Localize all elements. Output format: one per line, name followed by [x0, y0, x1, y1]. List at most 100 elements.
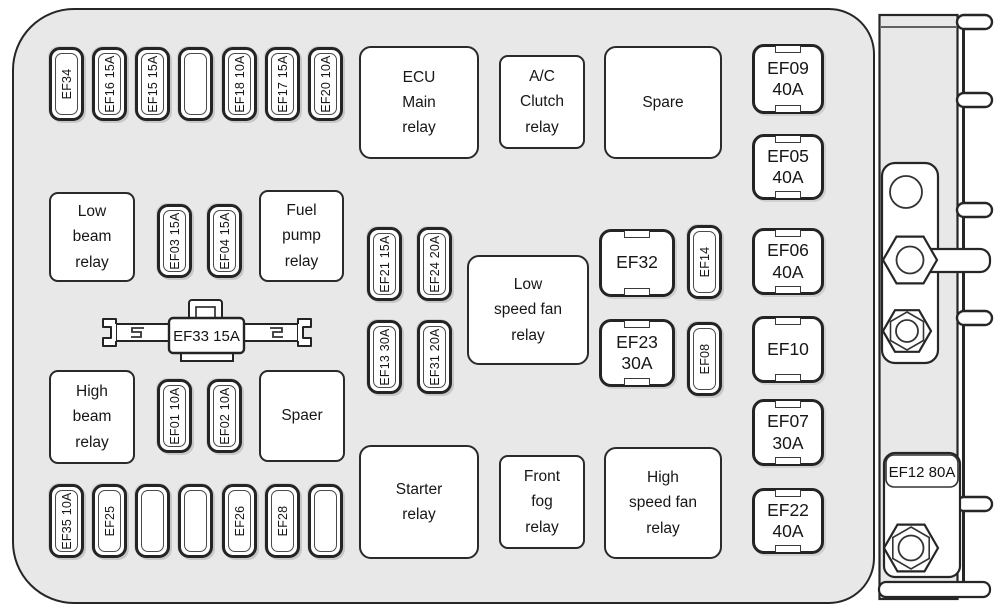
fuse-tab — [775, 401, 801, 408]
fuse-ef18: EF18 10A — [222, 47, 257, 121]
fuse-blank-top — [178, 47, 213, 121]
fuse-label: EF24 20A — [427, 235, 442, 293]
fuse-tab — [775, 374, 801, 381]
link-spring-left — [131, 327, 144, 338]
fuse-label: EF35 10A — [59, 492, 74, 550]
fuse-label: EF17 15A — [275, 55, 290, 113]
fuse-label: EF01 10A — [167, 387, 182, 445]
mounting-hole-icon — [889, 175, 923, 209]
fuse-label: EF09 40A — [767, 57, 809, 99]
fuse-blank-bottom-1 — [135, 484, 170, 558]
rail-tab — [955, 309, 994, 327]
fuse-tab — [624, 321, 650, 328]
fuse-tab — [775, 545, 801, 552]
fuse-label: EF25 — [102, 505, 117, 537]
fuse-ef12-label: EF12 80A — [889, 464, 956, 481]
rail-tab — [955, 13, 994, 31]
relay-label: ECU Main relay — [402, 68, 436, 137]
fuse-tab — [775, 230, 801, 237]
fuse-label: EF08 — [697, 343, 712, 375]
relay-label: Low beam relay — [72, 203, 112, 271]
fuse-ef13: EF13 30A — [367, 320, 402, 394]
fuse-ef34: EF34 — [49, 47, 84, 121]
relay-front-fog: Front fog relay — [499, 455, 585, 549]
main-fuse-panel: EF34 EF16 15A EF15 15A EF18 10A EF17 15A… — [12, 8, 875, 604]
fuse-label: EF07 30A — [767, 411, 809, 453]
fuse-label: EF15 15A — [145, 55, 160, 113]
rail-tab — [955, 91, 994, 109]
fuse-ef04: EF04 15A — [207, 204, 242, 278]
fuse-ef25: EF25 — [92, 484, 127, 558]
relay-label: High beam relay — [72, 383, 112, 451]
relay-high-beam: High beam relay — [49, 370, 135, 464]
fuse-label: EF23 30A — [616, 331, 658, 373]
fuse-ef07: EF07 30A — [752, 399, 824, 466]
fuse-blank-bottom-3 — [308, 484, 343, 558]
rail-bottom-bar — [877, 580, 992, 599]
side-rail-assembly: EF12 80A — [877, 13, 994, 601]
relay-ecu-main: ECU Main relay — [359, 46, 479, 159]
fuse-tab — [775, 318, 801, 325]
fuse-label: EF18 10A — [232, 55, 247, 113]
relay-low-speed-fan: Low speed fan relay — [467, 255, 589, 365]
fuse-tab — [775, 105, 801, 112]
fuse-label: EF13 30A — [377, 328, 392, 386]
fuse-label: EF03 15A — [167, 212, 182, 270]
relay-label: Starter relay — [395, 480, 443, 523]
fuse-ef22: EF22 40A — [752, 488, 824, 554]
fuse-tab — [624, 288, 650, 295]
relay-label: Fuel pump relay — [282, 202, 321, 270]
fuse-label: EF34 — [59, 68, 74, 100]
fuse-label: EF32 — [616, 252, 658, 273]
fuse-tab — [775, 136, 801, 143]
fuse-label: EF06 40A — [767, 240, 809, 282]
relay-low-beam: Low beam relay — [49, 192, 135, 282]
fuse-tab — [775, 457, 801, 464]
fuse-ef32: EF32 — [599, 229, 675, 297]
fuse-ef08: EF08 — [687, 322, 722, 396]
fuse-label: EF16 15A — [102, 55, 117, 113]
fuse-ef16: EF16 15A — [92, 47, 127, 121]
fuse-label: EF22 40A — [767, 499, 809, 541]
fuse-ef05: EF05 40A — [752, 134, 824, 200]
fuse-tab — [775, 490, 801, 497]
fuse-ef31: EF31 20A — [417, 320, 452, 394]
relay-label: Low speed fan relay — [493, 276, 563, 344]
fuse-ef24: EF24 20A — [417, 227, 452, 301]
relay-high-speed-fan: High speed fan relay — [604, 447, 722, 559]
fuse-label: EF10 — [767, 338, 809, 359]
relay-label: Spare — [642, 93, 684, 111]
fuse-blank-bottom-2 — [178, 484, 213, 558]
rail-tab — [955, 201, 994, 219]
fuse-label: EF05 40A — [767, 145, 809, 187]
fuse-ef12-label-plate — [885, 454, 959, 488]
fuse-ef03: EF03 15A — [157, 204, 192, 278]
fuse-label: EF26 — [232, 505, 247, 537]
fusible-link-ef33: EF33 15A — [102, 299, 312, 362]
fuse-ef23: EF23 30A — [599, 319, 675, 387]
fuse-ef21: EF21 15A — [367, 227, 402, 301]
fuse-ef15: EF15 15A — [135, 47, 170, 121]
fuse-ef10: EF10 — [752, 316, 824, 383]
relay-ac-clutch: A/C Clutch relay — [499, 55, 585, 149]
fuse-tab — [624, 378, 650, 385]
fuse-label: EF02 10A — [217, 387, 232, 445]
fuse-label: EF20 10A — [318, 55, 333, 113]
relay-starter: Starter relay — [359, 445, 479, 559]
fuse-ef28: EF28 — [265, 484, 300, 558]
relay-fuel-pump: Fuel pump relay — [259, 190, 344, 282]
fuse-label: EF04 15A — [217, 212, 232, 270]
relay-label: A/C Clutch relay — [520, 68, 564, 136]
fuse-ef09: EF09 40A — [752, 44, 824, 114]
fuse-tab — [775, 46, 801, 53]
relay-label: High speed fan relay — [628, 469, 698, 537]
fusible-link-label: EF33 15A — [173, 328, 240, 345]
link-end-clip-left — [102, 318, 117, 347]
fuse-ef06: EF06 40A — [752, 228, 824, 295]
relay-label: Front fog relay — [523, 468, 561, 536]
fuse-ef20: EF20 10A — [308, 47, 343, 121]
fuse-tab — [775, 191, 801, 198]
fuse-label: EF21 15A — [377, 235, 392, 293]
fuse-ef02: EF02 10A — [207, 379, 242, 453]
